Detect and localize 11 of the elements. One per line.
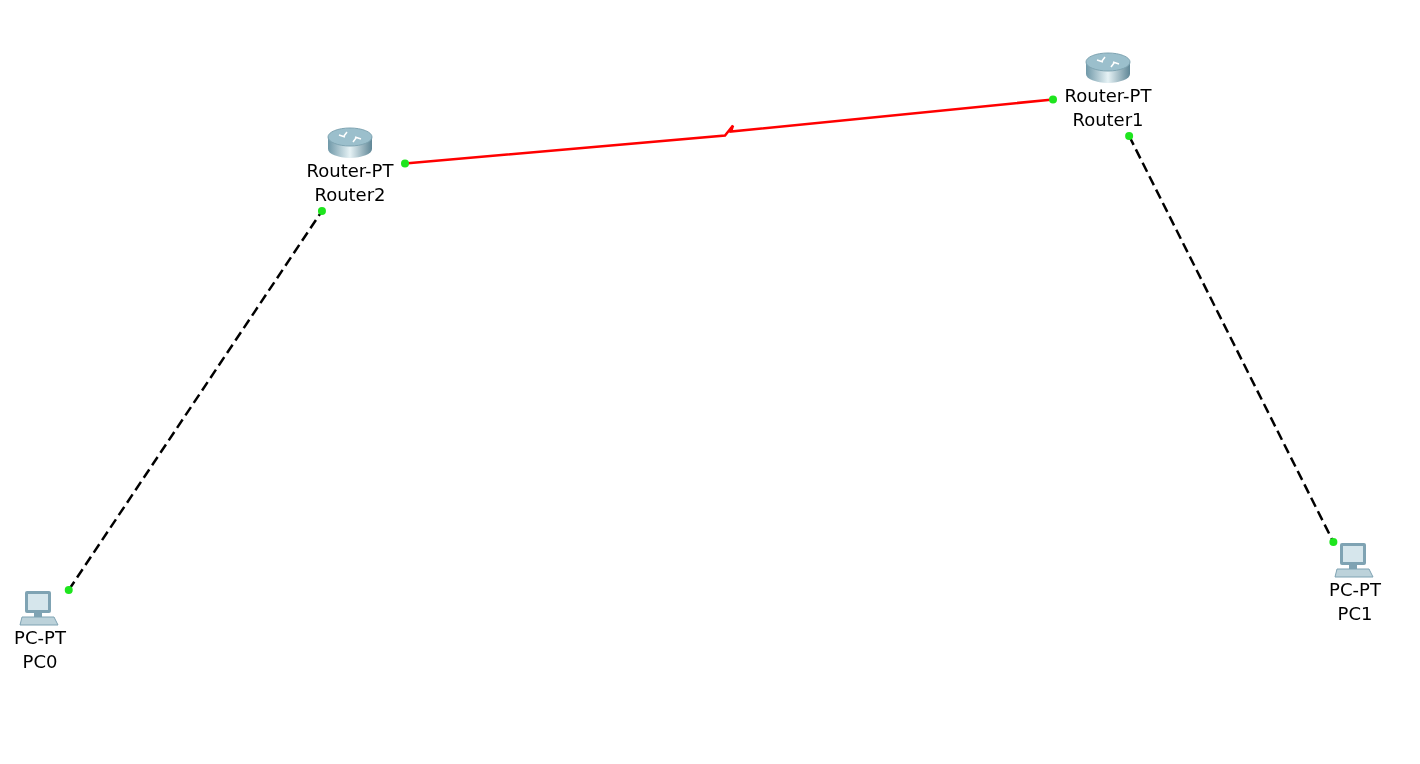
network-link: [1125, 132, 1338, 546]
device-name-label: Router1: [1072, 108, 1144, 132]
device-name-label: PC1: [1337, 602, 1373, 626]
network-link: [401, 95, 1057, 168]
device-name-label: PC0: [22, 650, 58, 674]
device-model-label: PC-PT: [14, 626, 66, 650]
device-model-label: Router-PT: [1064, 84, 1152, 108]
device-model-label: PC-PT: [1329, 578, 1381, 602]
device-model-label: Router-PT: [306, 159, 394, 183]
network-link: [64, 207, 326, 594]
device-name-label: Router2: [314, 183, 386, 207]
